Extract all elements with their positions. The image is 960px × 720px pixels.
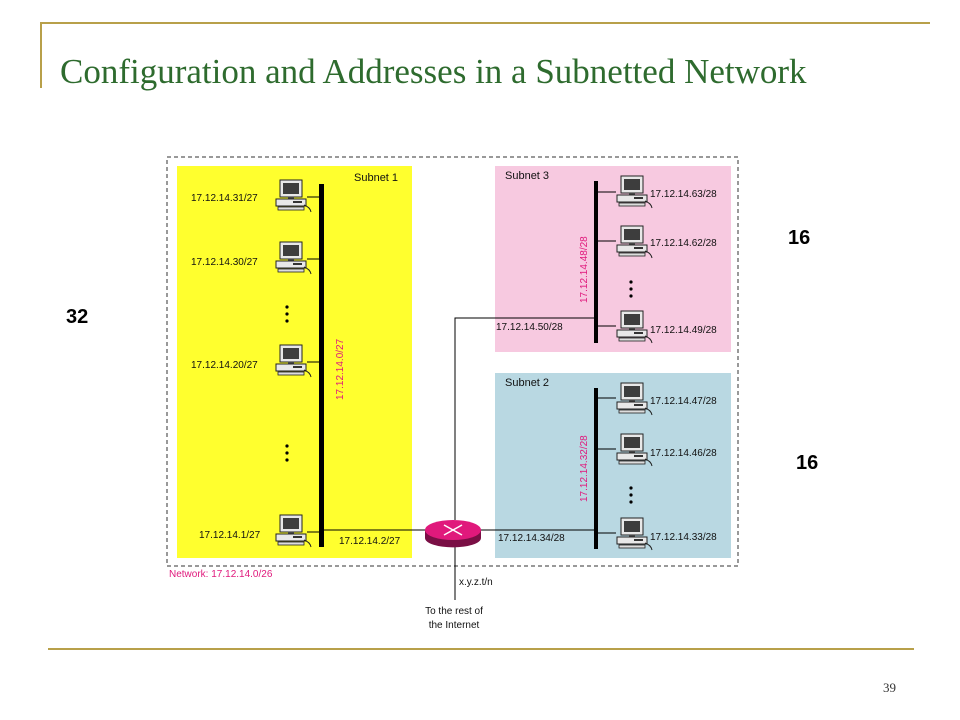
host-address: 17.12.14.33/28 xyxy=(650,532,717,543)
link-router-subnet3 xyxy=(454,317,594,520)
subnet1-ellipsis-upper xyxy=(285,305,289,323)
subnet1-host-4: 17.12.14.1/27 xyxy=(199,514,319,548)
subnet1-bus xyxy=(319,184,324,547)
host-address: 17.12.14.30/27 xyxy=(191,257,258,268)
subnet3-router-interface: 17.12.14.50/28 xyxy=(496,322,563,333)
subnet2-size-label: 16 xyxy=(796,452,819,474)
subnet2-host-1: 17.12.14.47/28 xyxy=(598,382,717,416)
frame-left-line xyxy=(40,22,42,88)
router-external-address: x.y.z.t/n xyxy=(459,577,493,588)
subnet3-name: Subnet 3 xyxy=(505,170,549,182)
host-address: 17.12.14.1/27 xyxy=(199,530,261,541)
subnet1-network-address: 17.12.14.0/27 xyxy=(335,338,346,400)
subnet3-network-address: 17.12.14.48/28 xyxy=(579,236,590,303)
subnet2-network-address: 17.12.14.32/28 xyxy=(579,435,590,502)
host-address: 17.12.14.46/28 xyxy=(650,448,717,459)
subnet3-size-label: 16 xyxy=(788,227,811,249)
subnet1-ellipsis-lower xyxy=(285,444,289,462)
host-address: 17.12.14.63/28 xyxy=(650,189,717,200)
router-icon xyxy=(425,520,481,548)
subnet2-bus xyxy=(594,388,598,549)
host-address: 17.12.14.31/27 xyxy=(191,193,258,204)
frame-bottom-line xyxy=(48,648,914,650)
host-address: 17.12.14.62/28 xyxy=(650,238,717,249)
subnet1-name: Subnet 1 xyxy=(354,172,398,184)
subnet2-ellipsis xyxy=(629,486,633,504)
subnet3-host-2: 17.12.14.62/28 xyxy=(598,225,717,259)
subnet3-host-1: 17.12.14.63/28 xyxy=(598,175,717,209)
subnet1-host-1: 17.12.14.31/27 xyxy=(191,179,319,213)
subnet3-area xyxy=(495,166,731,352)
frame-top-line xyxy=(40,22,930,24)
subnet2-name: Subnet 2 xyxy=(505,377,549,389)
host-address: 17.12.14.20/27 xyxy=(191,360,258,371)
subnet1-router-interface: 17.12.14.2/27 xyxy=(339,536,401,547)
network-label: Network: 17.12.14.0/26 xyxy=(169,569,273,580)
host-address: 17.12.14.49/28 xyxy=(650,325,717,336)
host-address: 17.12.14.47/28 xyxy=(650,396,717,407)
subnet3-host-3: 17.12.14.49/28 xyxy=(598,310,717,344)
subnet2-host-2: 17.12.14.46/28 xyxy=(598,433,717,467)
subnet2-area xyxy=(495,373,731,558)
subnet3-bus xyxy=(594,181,598,343)
subnet3-ellipsis xyxy=(629,280,633,298)
internet-label-line2: the Internet xyxy=(429,620,480,631)
slide-title: Configuration and Addresses in a Subnett… xyxy=(60,52,807,91)
subnet2-router-interface: 17.12.14.34/28 xyxy=(498,533,565,544)
subnet1-host-2: 17.12.14.30/27 xyxy=(191,241,319,275)
internet-label-line1: To the rest of xyxy=(425,606,483,617)
subnet2-host-3: 17.12.14.33/28 xyxy=(598,517,717,551)
subnet1-size-label: 32 xyxy=(66,306,89,328)
page-number: 39 xyxy=(883,680,896,695)
subnet1-host-3: 17.12.14.20/27 xyxy=(191,344,319,378)
